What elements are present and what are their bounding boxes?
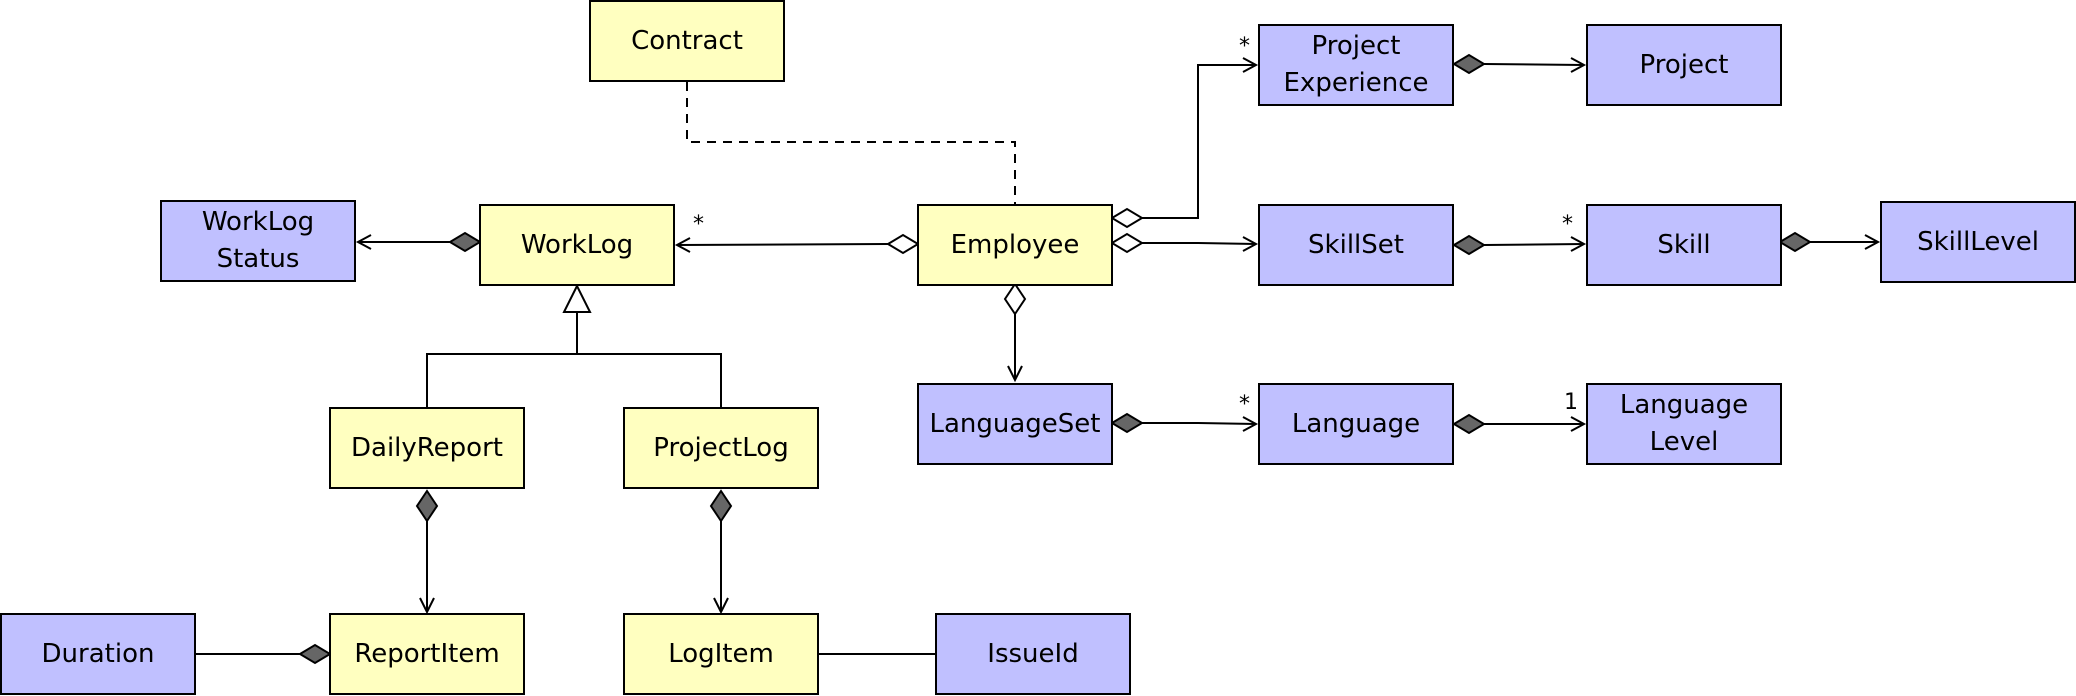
navigation-arrow-project-experience	[1242, 57, 1259, 73]
project-experience-project-line	[1483, 63, 1585, 66]
composition-diamond-skill-level	[1778, 231, 1812, 253]
composition-diamond-report-item	[298, 643, 332, 665]
class-worklog[interactable]: WorkLog	[479, 204, 675, 286]
language-set-language-line	[1142, 422, 1257, 425]
class-project[interactable]: Project	[1586, 24, 1782, 106]
class-log-item[interactable]: LogItem	[623, 613, 819, 695]
generalization-line-daily-report	[426, 353, 577, 407]
navigation-arrow-log-item	[713, 597, 729, 615]
employee-worklog-aggregation-line	[676, 243, 889, 246]
class-employee[interactable]: Employee	[917, 204, 1113, 286]
aggregation-diamond-employee-language	[1003, 282, 1027, 316]
composition-diamond-language	[1452, 413, 1486, 435]
class-daily-report[interactable]: DailyReport	[329, 407, 525, 489]
navigation-arrow-language	[1242, 416, 1259, 432]
multiplicity-language-level: 1	[1564, 390, 1578, 415]
class-project-experience[interactable]: Project Experience	[1258, 24, 1454, 106]
class-duration[interactable]: Duration	[0, 613, 196, 695]
multiplicity-worklog: *	[693, 212, 704, 237]
aggregation-diamond-project-experience	[1110, 207, 1144, 229]
class-worklog-status[interactable]: WorkLog Status	[160, 200, 356, 282]
class-skill-level[interactable]: SkillLevel	[1880, 201, 2076, 283]
aggregation-diamond-skillset	[1110, 232, 1144, 254]
class-issue-id[interactable]: IssueId	[935, 613, 1131, 695]
navigation-arrow-worklog-status	[355, 234, 372, 250]
navigation-arrow-report-item	[419, 597, 435, 615]
class-report-item[interactable]: ReportItem	[329, 613, 525, 695]
navigation-arrow-skill	[1570, 236, 1587, 252]
composition-diamond-daily-report	[415, 489, 439, 523]
class-skill[interactable]: Skill	[1586, 204, 1782, 286]
skillset-skill-line	[1483, 243, 1585, 246]
employee-project-experience-line	[1142, 64, 1256, 219]
generalization-triangle	[562, 283, 592, 313]
navigation-arrow-worklog	[674, 237, 691, 253]
navigation-arrow-skill-level	[1864, 234, 1881, 250]
composition-diamond-project	[1452, 53, 1486, 75]
aggregation-diamond-worklog	[886, 233, 920, 255]
class-contract[interactable]: Contract	[589, 0, 785, 82]
navigation-arrow-project	[1570, 57, 1587, 73]
composition-diamond-worklog-status	[448, 231, 482, 253]
generalization-line-project-log	[577, 353, 722, 407]
navigation-arrow-skillset	[1242, 236, 1259, 252]
multiplicity-project-experience: *	[1239, 34, 1250, 59]
contract-association-line	[686, 82, 1016, 204]
multiplicity-skill: *	[1562, 212, 1573, 237]
employee-skillset-line	[1142, 242, 1257, 245]
composition-diamond-project-log	[709, 489, 733, 523]
navigation-arrow-language-set	[1007, 365, 1023, 383]
class-project-log[interactable]: ProjectLog	[623, 407, 819, 489]
composition-diamond-language-set	[1110, 412, 1144, 434]
class-language[interactable]: Language	[1258, 383, 1454, 465]
multiplicity-language: *	[1239, 392, 1250, 417]
class-language-set[interactable]: LanguageSet	[917, 383, 1113, 465]
class-skillset[interactable]: SkillSet	[1258, 204, 1454, 286]
navigation-arrow-language-level	[1570, 416, 1587, 432]
composition-diamond-skill	[1452, 234, 1486, 256]
class-language-level[interactable]: Language Level	[1586, 383, 1782, 465]
